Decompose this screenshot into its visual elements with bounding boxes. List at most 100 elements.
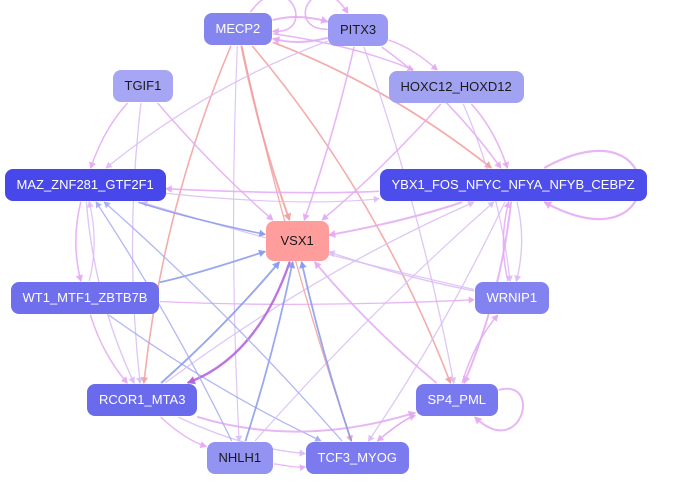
edge-PITX3-to-SP4_PML <box>363 46 455 384</box>
arrowhead-YBX1_FOS_NFYC_NFYA_NFYB_CEBPZ-to-TCF3_MYOG <box>368 434 375 442</box>
arrowhead-TGIF1-to-VSX1 <box>266 213 274 221</box>
node-NHLH1[interactable]: NHLH1 <box>206 441 274 475</box>
arrowhead-TCF3_MYOG-to-SP4_PML <box>408 414 416 421</box>
arrowhead-PITX3-to-MECP2 <box>272 36 281 45</box>
node-VSX1[interactable]: VSX1 <box>265 220 329 262</box>
arrowhead-NHLH1-to-YBX1_FOS_NFYC_NFYA_NFYB_CEBPZ <box>487 201 495 209</box>
arrowhead-MECP2-to-SP4_PML <box>444 376 452 384</box>
edge-WT1_MTF1_ZBTB7B-to-RCOR1_MTA3 <box>89 314 128 384</box>
arrowhead-NHLH1-to-VSX1 <box>287 261 296 269</box>
arrowhead-PITX3-to-PITX3 <box>341 6 349 14</box>
edge-MECP2-to-YBX1_FOS_NFYC_NFYA_NFYB_CEBPZ <box>272 41 492 169</box>
edge-TGIF1-to-RCOR1_MTA3 <box>131 102 142 384</box>
edge-RCOR1_MTA3-to-VSX1 <box>160 261 280 384</box>
arrowhead-TGIF1-to-RCOR1_MTA3 <box>136 377 143 384</box>
arrowhead-MECP2-to-RCOR1_MTA3 <box>140 376 149 384</box>
arrowhead-YBX1_FOS_NFYC_NFYA_NFYB_CEBPZ-to-YBX1_FOS_NFYC_NFYA_NFYB_CEBPZ <box>543 201 553 210</box>
edge-WT1_MTF1_ZBTB7B-to-MAZ_ZNF281_GTF2F1 <box>88 201 95 282</box>
arrowhead-WRNIP1-to-YBX1_FOS_NFYC_NFYA_NFYB_CEBPZ <box>503 201 511 209</box>
arrowhead-WT1_MTF1_ZBTB7B-to-WRNIP1 <box>468 296 475 304</box>
edge-PITX3-to-MAZ_ZNF281_GTF2F1 <box>105 40 328 169</box>
edge-HOXC12_HOXD12-to-VSX1 <box>321 103 442 221</box>
arrowhead-MAZ_ZNF281_GTF2F1-to-RCOR1_MTA3 <box>128 376 135 384</box>
arrowhead-MECP2-to-MECP2 <box>272 27 279 36</box>
arrowhead-MAZ_ZNF281_GTF2F1-to-VSX1 <box>258 229 266 237</box>
arrowhead-NHLH1-to-MAZ_ZNF281_GTF2F1 <box>95 201 103 209</box>
arrowhead-VSX1-to-RCOR1_MTA3 <box>187 376 196 385</box>
arrowhead-RCOR1_MTA3-to-NHLH1 <box>199 441 207 449</box>
arrowhead-MECP2-to-VSX1 <box>283 212 292 221</box>
edge-MAZ_ZNF281_GTF2F1-to-WT1_MTF1_ZBTB7B <box>75 201 82 282</box>
edge-TGIF1-to-VSX1 <box>157 102 274 221</box>
edge-YBX1_FOS_NFYC_NFYA_NFYB_CEBPZ-to-VSX1 <box>328 201 463 237</box>
edge-PITX3-to-VSX1 <box>303 46 355 221</box>
arrowhead-WT1_MTF1_ZBTB7B-to-VSX1 <box>258 249 266 258</box>
node-HOXC12_HOXD12[interactable]: HOXC12_HOXD12 <box>388 70 524 104</box>
arrowhead-TCF3_MYOG-to-VSX1 <box>299 261 307 269</box>
edge-SP4_PML-to-WRNIP1 <box>461 314 499 384</box>
arrowhead-YBX1_FOS_NFYC_NFYA_NFYB_CEBPZ-to-VSX1 <box>328 230 336 238</box>
arrowhead-MECP2-to-NHLH1 <box>235 435 243 442</box>
arrowhead-MECP2-to-PITX3 <box>320 16 329 24</box>
node-TGIF1[interactable]: TGIF1 <box>112 69 174 103</box>
arrowhead-YBX1_FOS_NFYC_NFYA_NFYB_CEBPZ-to-MAZ_ZNF281_GTF2F1 <box>165 185 172 193</box>
arrowhead-WT1_MTF1_ZBTB7B-to-TCF3_MYOG <box>314 435 322 442</box>
arrowhead-MECP2-to-HOXC12_HOXD12 <box>406 64 415 71</box>
edge-MECP2-to-SP4_PML <box>251 45 452 384</box>
edge-MECP2-to-HOXC12_HOXD12 <box>272 33 414 71</box>
edge-PITX3-to-PITX3 <box>304 0 349 31</box>
edge-MAZ_ZNF281_GTF2F1-to-VSX1 <box>138 201 266 236</box>
edge-TCF3_MYOG-to-VSX1 <box>300 261 353 442</box>
node-TCF3_MYOG[interactable]: TCF3_MYOG <box>305 441 409 475</box>
edge-WRNIP1-to-YBX1_FOS_NFYC_NFYA_NFYB_CEBPZ <box>502 201 510 282</box>
arrowhead-SP4_PML-to-WRNIP1 <box>491 314 499 322</box>
node-YBX1_FOS_NFYC_NFYA_NFYB_CEBPZ[interactable]: YBX1_FOS_NFYC_NFYA_NFYB_CEBPZ <box>379 168 647 202</box>
arrowhead-RCOR1_MTA3-to-YBX1_FOS_NFYC_NFYA_NFYB_CEBPZ <box>467 201 475 208</box>
edge-WT1_MTF1_ZBTB7B-to-VSX1 <box>159 250 266 283</box>
arrowhead-TGIF1-to-MAZ_ZNF281_GTF2F1 <box>89 161 96 169</box>
edge-NHLH1-to-MAZ_ZNF281_GTF2F1 <box>95 201 233 442</box>
node-RCOR1_MTA3[interactable]: RCOR1_MTA3 <box>87 383 198 417</box>
arrowhead-PITX3-to-MAZ_ZNF281_GTF2F1 <box>105 161 113 169</box>
arrowhead-PITX3-to-YBX1_FOS_NFYC_NFYA_NFYB_CEBPZ <box>494 161 502 169</box>
arrowhead-YBX1_FOS_NFYC_NFYA_NFYB_CEBPZ-to-WRNIP1 <box>514 274 522 282</box>
arrowhead-PITX3-to-HOXC12_HOXD12 <box>430 63 438 71</box>
edge-MECP2-to-NHLH1 <box>232 45 240 442</box>
edge-NHLH1-to-YBX1_FOS_NFYC_NFYA_NFYB_CEBPZ <box>254 201 494 442</box>
edge-MAZ_ZNF281_GTF2F1-to-YBX1_FOS_NFYC_NFYA_NFYB_CEBPZ <box>165 192 380 203</box>
arrowhead-WT1_MTF1_ZBTB7B-to-MAZ_ZNF281_GTF2F1 <box>87 201 94 209</box>
arrowhead-YBX1_FOS_NFYC_NFYA_NFYB_CEBPZ-to-SP4_PML <box>462 375 471 384</box>
edge-YBX1_FOS_NFYC_NFYA_NFYB_CEBPZ-to-WRNIP1 <box>515 201 523 282</box>
edge-NHLH1-to-VSX1 <box>244 261 294 442</box>
arrowhead-MAZ_ZNF281_GTF2F1-to-WT1_MTF1_ZBTB7B <box>75 274 84 282</box>
edge-MECP2-to-RCOR1_MTA3 <box>143 45 232 384</box>
arrowhead-SP4_PML-to-SP4_PML <box>474 416 483 425</box>
edge-WT1_MTF1_ZBTB7B-to-TCF3_MYOG <box>108 314 321 442</box>
arrowhead-RCOR1_MTA3-to-TCF3_MYOG <box>299 449 306 457</box>
arrowhead-PITX3-to-SP4_PML <box>449 377 457 384</box>
arrowhead-NHLH1-to-TCF3_MYOG <box>299 464 306 472</box>
node-SP4_PML[interactable]: SP4_PML <box>415 383 499 417</box>
edge-MECP2-to-MECP2 <box>250 0 297 33</box>
arrowhead-RCOR1_MTA3-to-VSX1 <box>272 261 280 270</box>
arrowhead-PITX3-to-VSX1 <box>302 213 310 221</box>
node-PITX3[interactable]: PITX3 <box>328 13 389 47</box>
node-MECP2[interactable]: MECP2 <box>203 12 273 46</box>
arrowhead-TCF3_MYOG-to-MAZ_ZNF281_GTF2F1 <box>103 201 111 209</box>
edge-YBX1_FOS_NFYC_NFYA_NFYB_CEBPZ-to-MAZ_ZNF281_GTF2F1 <box>165 188 380 194</box>
edge-WT1_MTF1_ZBTB7B-to-WRNIP1 <box>159 299 475 306</box>
edge-YBX1_FOS_NFYC_NFYA_NFYB_CEBPZ-to-TCF3_MYOG <box>368 201 506 442</box>
edge-SP4_PML-to-SP4_PML <box>474 387 524 432</box>
edge-TCF3_MYOG-to-MAZ_ZNF281_GTF2F1 <box>104 201 343 442</box>
node-MAZ_ZNF281_GTF2F1[interactable]: MAZ_ZNF281_GTF2F1 <box>4 168 166 202</box>
edge-RCOR1_MTA3-to-YBX1_FOS_NFYC_NFYA_NFYB_CEBPZ <box>165 201 474 384</box>
node-WRNIP1[interactable]: WRNIP1 <box>474 281 550 315</box>
arrowhead-HOXC12_HOXD12-to-VSX1 <box>321 213 329 221</box>
node-WT1_MTF1_ZBTB7B[interactable]: WT1_MTF1_ZBTB7B <box>10 281 160 315</box>
arrowhead-HOXC12_HOXD12-to-YBX1_FOS_NFYC_NFYA_NFYB_CEBPZ <box>502 161 510 169</box>
edge-PITX3-to-HOXC12_HOXD12 <box>388 39 438 71</box>
edge-TGIF1-to-MAZ_ZNF281_GTF2F1 <box>90 102 128 169</box>
